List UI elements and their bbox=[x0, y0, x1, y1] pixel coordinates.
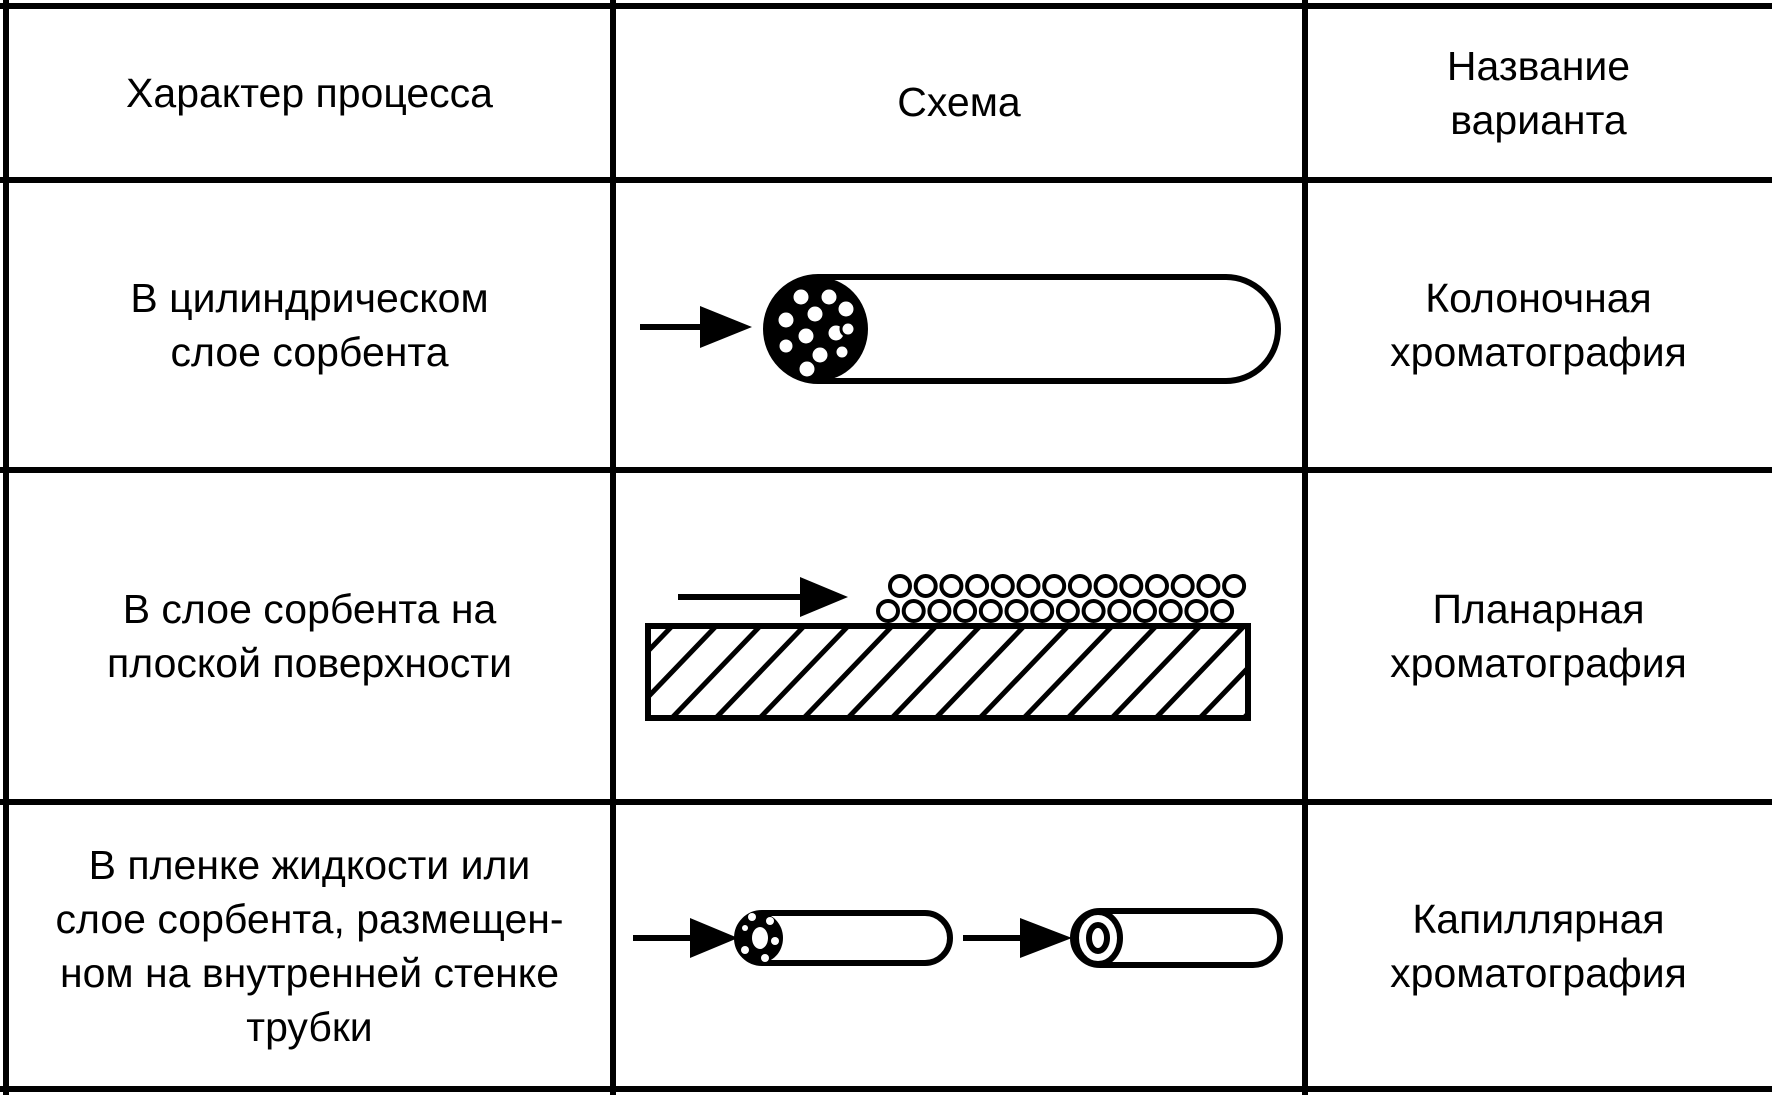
sorbent-particle bbox=[913, 574, 938, 598]
hatch-line bbox=[844, 626, 940, 718]
sorbent-particle bbox=[1196, 574, 1221, 598]
row-1-process-line-2: слое сорбента bbox=[170, 329, 449, 375]
hatch-line bbox=[888, 626, 984, 718]
sorbent-particle bbox=[1170, 574, 1195, 598]
sorbent-particle bbox=[1030, 599, 1055, 623]
row-1-process: В цилиндрическом слое сорбента bbox=[9, 183, 610, 467]
row-3-process-line-2: слое сорбента, размещен- bbox=[55, 895, 564, 942]
row-3-name-line-1: Капиллярная bbox=[1412, 895, 1665, 942]
planar-scheme-icon bbox=[645, 574, 1251, 721]
row-2-process-line-1: В слое сорбента на bbox=[122, 586, 497, 632]
sorbent-particle bbox=[888, 574, 912, 598]
header-name-line-1: Название bbox=[1446, 43, 1631, 89]
hatch-line bbox=[1152, 626, 1248, 718]
hatch-line bbox=[932, 626, 1028, 718]
hatch-line bbox=[648, 626, 720, 701]
hatch-line bbox=[668, 626, 764, 718]
row-3-name-line-2: хроматография bbox=[1390, 949, 1687, 996]
sorbent-particle bbox=[1133, 599, 1157, 623]
row-2-name-line-1: Планарная bbox=[1432, 586, 1645, 632]
header-name: Название варианта bbox=[1308, 9, 1769, 177]
hatch-line bbox=[1020, 626, 1116, 718]
row-3-process-line-1: В пленке жидкости или bbox=[88, 841, 531, 888]
sorbent-particle bbox=[1067, 574, 1092, 598]
sorbent-particle bbox=[1081, 599, 1106, 623]
hatch-line bbox=[712, 626, 808, 718]
header-scheme-label: Схема bbox=[897, 79, 1021, 125]
hatch-line bbox=[756, 626, 852, 718]
sorbent-particle bbox=[1184, 599, 1209, 623]
hatch-line bbox=[976, 626, 1072, 718]
row-3-name: Капиллярная хроматография bbox=[1308, 805, 1769, 1086]
hatch-line bbox=[1064, 626, 1160, 718]
sorbent-particle bbox=[953, 599, 978, 623]
sorbent-particle bbox=[1145, 574, 1169, 598]
sorbent-particle bbox=[978, 599, 1003, 623]
hatch-line bbox=[1108, 626, 1204, 718]
sorbent-particle bbox=[965, 574, 990, 598]
row-2-name: Планарная хроматография bbox=[1308, 473, 1769, 799]
row-3-process-line-4: трубки bbox=[246, 1003, 373, 1050]
hatch-line bbox=[648, 626, 676, 655]
sorbent-particle bbox=[1093, 574, 1118, 598]
sorbent-particle bbox=[1004, 599, 1029, 623]
sorbent-particle bbox=[1042, 574, 1067, 598]
header-scheme: Схема bbox=[616, 9, 1302, 195]
sorbent-particle bbox=[1055, 599, 1080, 623]
sorbent-particle bbox=[1158, 599, 1183, 623]
header-process-label: Характер процесса bbox=[126, 70, 493, 116]
hatch-line bbox=[1196, 664, 1248, 718]
row-1-name-line-2: хроматография bbox=[1390, 329, 1687, 375]
sorbent-particle bbox=[927, 599, 952, 623]
row-1-name-line-1: Колоночная bbox=[1425, 275, 1652, 321]
header-process: Характер процесса bbox=[9, 9, 610, 177]
sorbent-particle bbox=[901, 599, 926, 623]
row-2-name-line-2: хроматография bbox=[1390, 640, 1687, 686]
header-name-line-2: варианта bbox=[1450, 97, 1627, 143]
sorbent-particle bbox=[876, 599, 900, 623]
row-1-process-line-1: В цилиндрическом bbox=[130, 275, 489, 321]
sorbent-particle bbox=[1210, 599, 1235, 623]
sorbent-particle bbox=[1016, 574, 1041, 598]
sorbent-particle bbox=[1107, 599, 1132, 623]
column-scheme-icon bbox=[640, 274, 1281, 384]
row-1-name: Колоночная хроматография bbox=[1308, 183, 1769, 467]
sorbent-particle bbox=[1119, 574, 1144, 598]
sorbent-particle bbox=[939, 574, 964, 598]
row-2-process: В слое сорбента на плоской поверхности bbox=[9, 473, 610, 799]
sorbent-particle bbox=[1222, 574, 1247, 598]
row-3-process-line-3: ном на внутренней стенке bbox=[59, 949, 559, 996]
hatch-line bbox=[800, 626, 896, 718]
row-2-process-line-2: плоской поверхности bbox=[107, 640, 512, 686]
sorbent-particle bbox=[990, 574, 1015, 598]
capillary-scheme-icon bbox=[633, 908, 1283, 968]
row-3-process: В пленке жидкости или слое сорбента, раз… bbox=[9, 805, 610, 1086]
